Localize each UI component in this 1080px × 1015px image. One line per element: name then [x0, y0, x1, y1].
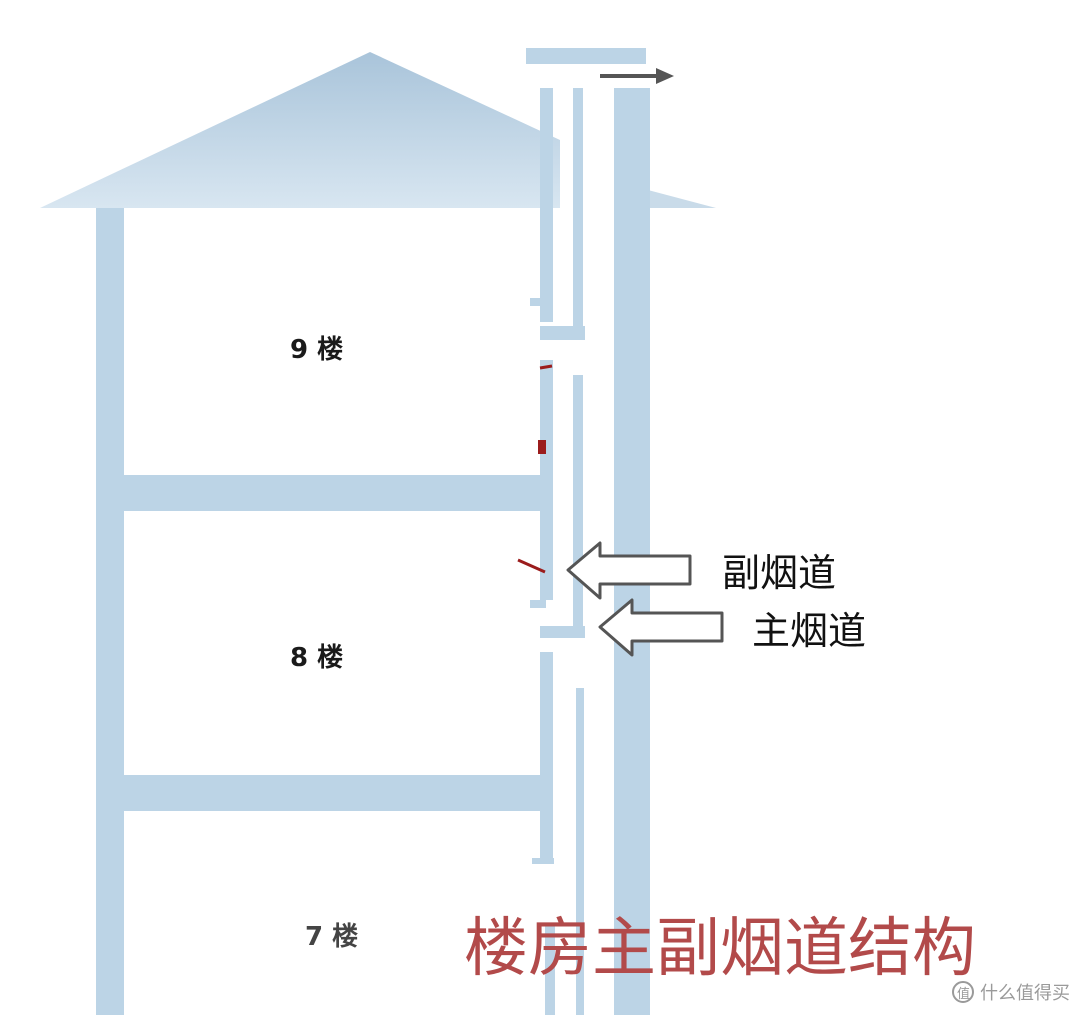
flue-divider-mid — [573, 375, 583, 637]
roof-right-eave — [648, 190, 716, 208]
flue-divider-low — [576, 688, 584, 1015]
duct-stub-8f-top — [530, 600, 546, 608]
floor-slab-9-8 — [96, 475, 544, 511]
zhide-logo-icon: 值 — [952, 981, 974, 1003]
watermark-text: 什么值得买 — [980, 983, 1070, 1004]
floor-label-7: 7 楼 — [305, 922, 358, 952]
outer-wall-left — [96, 208, 124, 1015]
inner-wall-9f — [540, 360, 553, 600]
duct-stub-7f-bottom — [532, 858, 554, 864]
main-flue-outer-wall — [614, 88, 650, 1015]
exhaust-arrow-head — [656, 68, 674, 84]
valve-9f-icon — [539, 364, 553, 370]
chimney-cap — [526, 48, 646, 64]
duct-stub-9f-top — [530, 298, 546, 306]
inner-wall-top — [540, 88, 553, 322]
secondary-flue-arrow — [566, 541, 692, 600]
roof — [40, 52, 560, 208]
valve-marker-icon — [538, 440, 546, 454]
inner-wall-8f — [540, 652, 553, 862]
floor-label-9: 9 楼 — [290, 335, 343, 365]
main-flue-arrow — [598, 598, 724, 657]
diagram-title: 楼房主副烟道结构 — [464, 912, 976, 986]
secondary-flue-label: 副烟道 — [722, 551, 836, 595]
floor-label-8: 8 楼 — [290, 643, 343, 673]
svg-text:值: 值 — [957, 986, 970, 1002]
main-flue-label: 主烟道 — [752, 609, 866, 653]
flue-divider-top — [573, 88, 583, 340]
inner-wall-bottom — [545, 925, 555, 1015]
floor-slab-8-7 — [96, 775, 548, 811]
valve-8f-icon — [517, 558, 546, 574]
